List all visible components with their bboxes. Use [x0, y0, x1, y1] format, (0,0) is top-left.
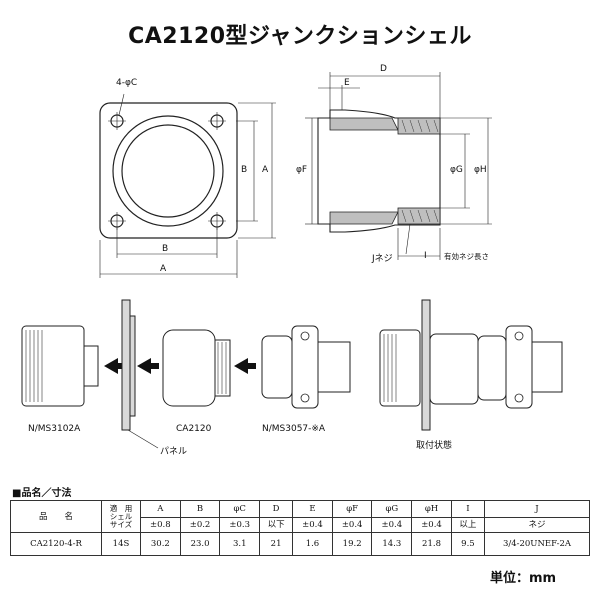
tol-g: ±0.4 — [371, 517, 413, 533]
label-b-bottom: B — [162, 244, 169, 254]
label-ms3057: N/MS3057-※A — [262, 424, 326, 434]
cell-shell-size: 14S — [101, 532, 141, 556]
shell-outer-circle — [112, 115, 224, 227]
header-phi-c: φC — [219, 500, 261, 518]
shell-section-outline — [317, 109, 441, 233]
unit-label: 単位：mm — [490, 571, 557, 586]
label-a-bottom: A — [160, 264, 167, 274]
tol-b: ±0.2 — [179, 517, 221, 533]
tol-i: 以上 — [450, 517, 486, 533]
label-ms3102a: N/MS3102A — [28, 424, 81, 434]
header-d: D — [259, 500, 294, 518]
label-phi-h: φH — [474, 165, 487, 175]
cell-i: 9.5 — [450, 532, 486, 556]
label-ca2120: CA2120 — [176, 424, 212, 434]
label-j-screw: Jネジ — [372, 254, 393, 264]
shell-inner-circle — [121, 124, 215, 218]
header-shell-size: 適 用 シェル サイズ — [101, 500, 141, 533]
cell-b: 23.0 — [179, 532, 221, 556]
label-phi-g: φG — [450, 165, 463, 175]
header-i: I — [450, 500, 486, 518]
header-e: E — [292, 500, 333, 518]
tol-a: ±0.8 — [140, 517, 181, 533]
cell-phi-c: 3.1 — [219, 532, 261, 556]
label-effective-thread: 有効ネジ長さ — [444, 252, 489, 261]
tol-h: ±0.4 — [411, 517, 452, 533]
label-panel: パネル — [160, 447, 188, 457]
header-product-name: 品 名 — [10, 500, 102, 533]
label-a-side: A — [262, 165, 269, 175]
tol-f: ±0.4 — [331, 517, 373, 533]
header-phi-g: φG — [371, 500, 413, 518]
table-header-row: 品 名 適 用 シェル サイズ A B φC D E φF φG φH I J — [10, 500, 590, 533]
cell-e: 1.6 — [292, 532, 333, 556]
label-mounted-state: 取付状態 — [416, 441, 453, 451]
label-d: D — [380, 64, 387, 74]
header-phi-f: φF — [331, 500, 373, 518]
label-phi-f: φF — [296, 165, 308, 175]
cell-product-name: CA2120-4-R — [10, 532, 102, 556]
cell-j: 3/4-20UNEF-2A — [484, 532, 590, 556]
cell-phi-h: 21.8 — [411, 532, 452, 556]
tol-c: ±0.3 — [219, 517, 261, 533]
tol-e: ±0.4 — [292, 517, 333, 533]
label-b-side: B — [241, 165, 248, 175]
label-i: I — [424, 251, 427, 261]
tol-j: ネジ — [484, 517, 590, 533]
table-row: CA2120-4-R 14S 30.2 23.0 3.1 21 1.6 19.2… — [10, 532, 590, 556]
cell-phi-g: 14.3 — [371, 532, 413, 556]
technical-drawing — [21, 72, 563, 449]
section-title: ■品名／寸法 — [12, 488, 72, 499]
page-title: CA2120型ジャンクションシェル — [128, 24, 472, 49]
header-b: B — [179, 500, 221, 518]
label-e: E — [344, 78, 350, 88]
dimension-table: 品 名 適 用 シェル サイズ A B φC D E φF φG φH I J … — [10, 500, 590, 556]
flange-outline — [99, 102, 238, 239]
header-j: J — [484, 500, 590, 518]
tol-d: 以下 — [259, 517, 294, 533]
header-phi-h: φH — [411, 500, 452, 518]
header-a: A — [140, 500, 181, 518]
cell-a: 30.2 — [140, 532, 181, 556]
cell-d: 21 — [259, 532, 294, 556]
cell-phi-f: 19.2 — [331, 532, 373, 556]
label-4-phi-c: 4-φC — [116, 78, 138, 88]
